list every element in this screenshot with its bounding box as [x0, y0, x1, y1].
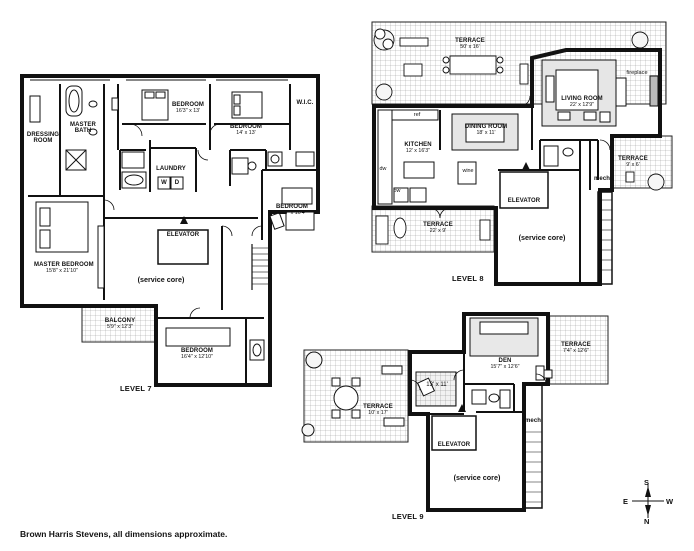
wic-label: W.I.C.: [296, 100, 314, 106]
fireplace-label: fireplace: [626, 70, 648, 76]
elevator-8-label: ELEVATOR: [507, 198, 541, 204]
washer-label: W: [161, 180, 167, 186]
level-7-plan: [20, 74, 320, 387]
compass-w: W: [666, 497, 674, 506]
entry-arrow-8: [522, 162, 530, 170]
compass-s: S: [644, 478, 650, 487]
credit-text: Brown Harris Stevens, all dimensions app…: [20, 529, 228, 539]
wine-label: wine: [462, 168, 474, 174]
level7-outer-wall: [20, 74, 320, 387]
ref-label: ref: [413, 112, 421, 118]
level8-outer-wall: [372, 48, 662, 286]
terrace-bottom-floor: [371, 205, 495, 253]
compass-rose: [632, 484, 664, 518]
dw-label: dw: [379, 166, 387, 172]
entry-arrow-9: [458, 404, 466, 412]
level-8-title: LEVEL 8: [452, 274, 484, 283]
balcony-floor: [81, 305, 157, 343]
compass-e: E: [623, 497, 629, 506]
mech-8-label: mech: [593, 176, 611, 182]
level-7-title: LEVEL 7: [120, 384, 152, 393]
level-9-plan: [301, 312, 609, 512]
elevator-7-label: ELEVATOR: [166, 232, 200, 238]
service-core-9-label: (service core): [453, 473, 501, 482]
master-bath-label: MASTER BATH: [70, 122, 96, 134]
dressing-room-label: DRESSING ROOM: [26, 132, 60, 144]
level-8-plan: [371, 21, 673, 286]
compass-n: N: [644, 517, 650, 526]
dryer-label: D: [174, 180, 180, 186]
mech-9-label: mech: [524, 418, 542, 424]
laundry-label: LAUNDRY: [156, 166, 186, 172]
entry-arrow: [180, 216, 188, 224]
service-core-7-label: (service core): [137, 275, 185, 284]
room-9-label: 13' x 11': [426, 382, 448, 388]
ow-label: ow: [393, 188, 401, 194]
terrace-right-9-floor: [547, 315, 609, 385]
level-9-title: LEVEL 9: [392, 512, 424, 521]
elevator-9-label: ELEVATOR: [437, 442, 471, 448]
service-core-8-label: (service core): [518, 233, 566, 242]
